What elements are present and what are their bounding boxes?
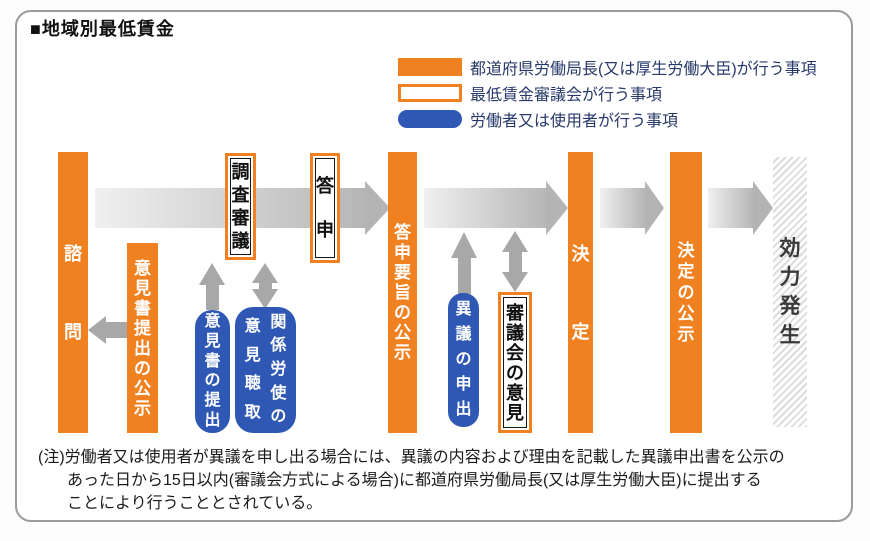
bar-koryoku-hassei: 効力発生 <box>773 157 807 427</box>
box-shingikai-no-iken: 審議会の意見 <box>498 292 532 433</box>
box-chosa-shingi-text: 調査審議 <box>230 158 251 255</box>
pill-ikensho-no-teishutsu: 意見書の提出 <box>195 310 230 433</box>
flow-arrowhead-1-icon <box>365 181 390 235</box>
up-arrow-ikensho-stem <box>206 284 219 310</box>
up-arrow-igi-icon <box>451 232 477 258</box>
box-toshin: 答申 <box>310 153 340 263</box>
pill-kankei-roshi: 意見聴取 関係労使の <box>235 307 296 433</box>
double-arrow-kankei-down-icon <box>252 289 278 309</box>
double-arrow-kankei-up-icon <box>252 263 278 283</box>
flow-arrowhead-4-icon <box>753 181 773 235</box>
orange-bar-swatch-icon <box>398 58 462 76</box>
legend: 都道府県労働局長(又は厚生労働大臣)が行う事項 最低賃金審議会が行う事項 労働者… <box>398 58 817 136</box>
box-shingikai-no-iken-text: 審議会の意見 <box>503 297 527 428</box>
flow-band-2 <box>424 188 546 228</box>
pill-kankei-roshi-right-col: 関係労使の <box>270 313 287 426</box>
footnote-line: あった日から15日以内(審議会方式による場合)に都道府県労働局長(又は厚生労働大… <box>67 472 762 489</box>
footnote-line: (注)労働者又は使用者が異議を申し出る場合には、異議の内容および理由を記載した異… <box>38 449 785 466</box>
flow-arrowhead-3-icon <box>645 181 664 235</box>
legend-label: 都道府県労働局長(又は厚生労働大臣)が行う事項 <box>470 61 817 78</box>
legend-item-wage-council: 最低賃金審議会が行う事項 <box>398 84 817 104</box>
box-toshin-text: 答申 <box>315 158 335 258</box>
box-chosa-shingi: 調査審議 <box>225 153 256 260</box>
legend-label: 労働者又は使用者が行う事項 <box>470 113 679 130</box>
bar-kettei-no-koji: 決定の公示 <box>670 152 702 433</box>
legend-label: 最低賃金審議会が行う事項 <box>470 87 663 104</box>
legend-item-workers-employers: 労働者又は使用者が行う事項 <box>398 110 817 130</box>
double-arrow-kankei-stem <box>259 281 272 290</box>
footnote-line: ことにより行うこととされている。 <box>67 495 323 512</box>
bar-toshin-yoshi-koji: 答申要旨の公示 <box>388 152 417 433</box>
white-box-swatch-icon <box>398 84 462 102</box>
flow-band-3 <box>600 188 645 228</box>
bar-ikensho-teishutsu-koji: 意見書提出の公示 <box>127 243 158 433</box>
footnote: (注)労働者又は使用者が異議を申し出る場合には、異議の内容および理由を記載した異… <box>38 446 834 515</box>
up-arrow-ikensho-icon <box>199 263 225 285</box>
double-arrow-shingikai-down-icon <box>502 272 528 292</box>
left-arrow-icon <box>88 316 106 344</box>
flow-arrowhead-2-icon <box>546 181 568 235</box>
up-arrow-igi-stem <box>458 257 471 294</box>
page-title: ■地域別最低賃金 <box>30 19 175 39</box>
pill-igi-no-moushide: 異議の申出 <box>448 293 479 427</box>
bar-kettei: 決定 <box>568 152 593 433</box>
left-arrow-stem <box>106 322 127 338</box>
flow-band-4 <box>708 188 753 228</box>
double-arrow-shingikai-up-icon <box>502 231 528 252</box>
bar-shimon: 諮問 <box>58 152 88 433</box>
pill-kankei-roshi-left-col: 意見聴取 <box>244 318 261 421</box>
legend-item-labor-bureau: 都道府県労働局長(又は厚生労働大臣)が行う事項 <box>398 58 817 78</box>
double-arrow-shingikai-stem <box>509 250 522 273</box>
blue-pill-swatch-icon <box>398 110 462 128</box>
